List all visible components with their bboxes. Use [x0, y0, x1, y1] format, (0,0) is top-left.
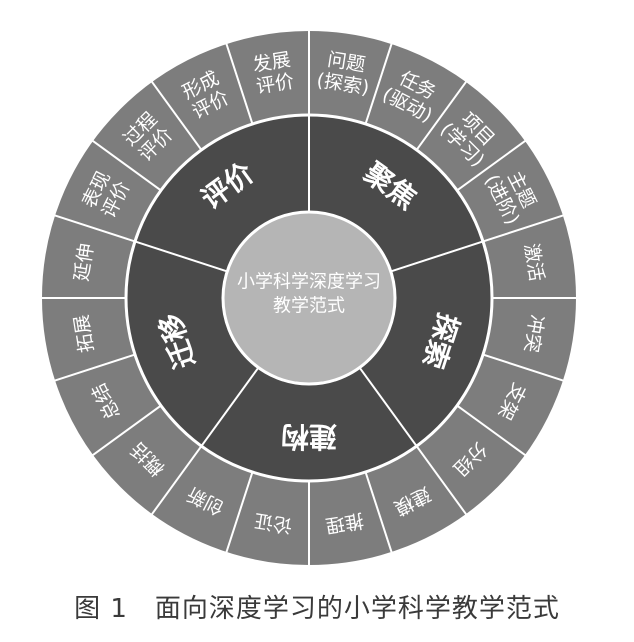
outer-divider — [225, 471, 254, 554]
outer-divider — [415, 80, 468, 151]
middle-divider — [358, 366, 418, 447]
outer-divider — [415, 445, 468, 516]
outer-divider — [456, 404, 527, 457]
outer-divider — [364, 471, 393, 554]
outer-divider — [91, 139, 162, 192]
outer-divider — [91, 404, 162, 457]
center-circle — [221, 210, 397, 386]
outer-divider — [150, 445, 203, 516]
outer-divider — [482, 353, 565, 382]
middle-divider — [134, 240, 228, 273]
middle-divider — [200, 366, 260, 447]
outer-divider — [456, 139, 527, 192]
outer-divider — [482, 214, 565, 243]
outer-divider — [53, 353, 136, 382]
figure-caption: 图 1 面向深度学习的小学科学教学范式 — [74, 594, 560, 624]
outer-divider — [150, 80, 203, 151]
center-label: 小学科学深度学习 — [237, 272, 381, 293]
center-label: 教学范式 — [273, 296, 345, 317]
outer-divider — [364, 42, 393, 125]
outer-divider — [225, 42, 254, 125]
middle-divider — [390, 240, 484, 273]
middle-segment-label: 建构 — [281, 420, 337, 453]
teaching-paradigm-wheel: 问题(探索)任务(驱动)项目(学习)主题(进阶)激活冲突支架分组建模推理论证创新… — [40, 29, 578, 567]
outer-divider — [53, 214, 136, 243]
